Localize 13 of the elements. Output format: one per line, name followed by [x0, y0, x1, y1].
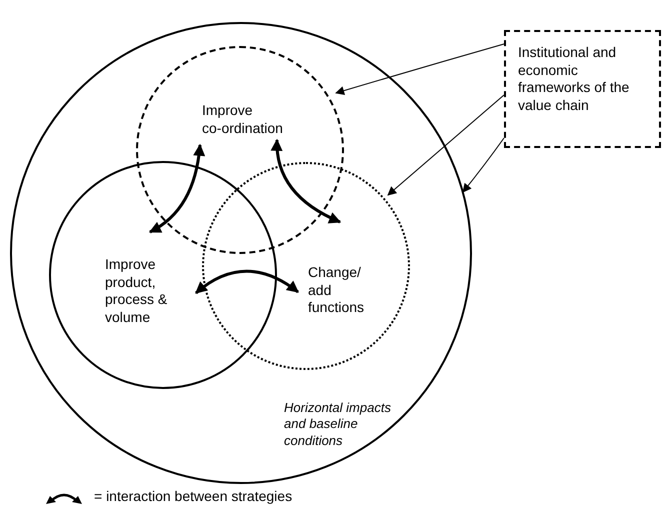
- legend-text: = interaction between strategies: [94, 487, 292, 506]
- arrow: [462, 138, 504, 193]
- arrow: [195, 270, 299, 294]
- arrow: [148, 144, 205, 234]
- arrow: [387, 94, 504, 196]
- node-label: Change/ add functions: [308, 264, 366, 316]
- arrow: [271, 138, 342, 224]
- node-label: Institutional and economic frameworks of the value chain: [518, 44, 630, 114]
- arrow: [335, 44, 504, 95]
- node-label: Improve co-ordination: [202, 102, 284, 137]
- node-label: Horizontal impacts and baseline conditions: [284, 400, 392, 449]
- dashed-box: [504, 30, 661, 148]
- node-label: Improve product, process & volume: [105, 256, 168, 326]
